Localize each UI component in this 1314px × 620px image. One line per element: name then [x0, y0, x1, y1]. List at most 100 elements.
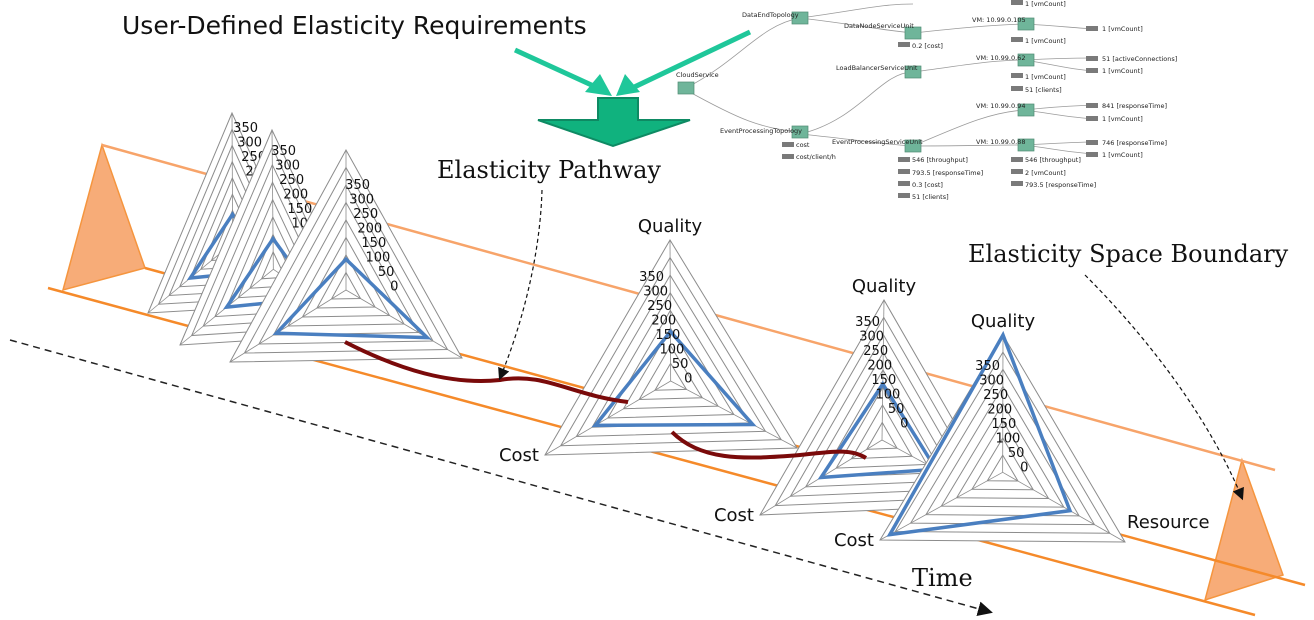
elasticity-pathway-curve — [670, 430, 868, 460]
radar-tick-label: 0 — [684, 372, 692, 387]
radar-tick-label: 200 — [283, 188, 308, 203]
radar-tick-label: 100 — [995, 432, 1020, 447]
radar-spoke — [670, 380, 798, 449]
radar-grid-ring — [894, 351, 1111, 534]
tree-node-icon — [904, 26, 922, 40]
radar-tick-label: 150 — [871, 373, 896, 388]
radar-grid-ring — [559, 256, 783, 447]
radar-grid-ring — [955, 419, 1050, 499]
tree-vm-label: VM: 10.99.0.94 — [976, 102, 1025, 110]
radar-grid-ring — [287, 218, 405, 327]
radar-grid-ring — [229, 148, 463, 363]
radar-tick-label: 200 — [867, 359, 892, 374]
radar-grid-ring — [865, 421, 898, 450]
radar-grid-ring — [638, 344, 704, 401]
tree-node-icon — [1017, 103, 1035, 117]
tree-metric: 1 [vmCount] — [1102, 115, 1143, 123]
tree-metric: cost — [796, 141, 810, 149]
tree-metric: 51 [clients] — [912, 193, 949, 201]
tree-unit-label: EventProcessingServiceUnit — [832, 138, 923, 146]
requirement-arrow-left — [513, 47, 600, 91]
time-label: Time — [912, 564, 973, 592]
service-tree: CloudService DataEndTopology EventProces… — [676, 0, 1177, 201]
tree-unit-label: LoadBalancerServiceUnit — [836, 64, 918, 72]
radar-tick-label: 200 — [651, 314, 676, 329]
radar-axis-label-quality: Quality — [852, 276, 917, 297]
boundary-left-prism — [61, 142, 146, 292]
radar-tick-label: 0 — [900, 417, 908, 432]
pathway-pointer — [498, 189, 543, 381]
radar-tick-label: 350 — [271, 144, 296, 159]
radar-tick-label: 300 — [643, 285, 668, 300]
radar-tick-label: 50 — [1008, 446, 1025, 461]
radar-grid-ring — [879, 334, 1126, 543]
tree-metric: 546 [throughput] — [912, 156, 968, 164]
radar-grid-ring — [759, 298, 1003, 516]
radar-grid-ring — [804, 351, 958, 488]
radar-tick-label: 250 — [863, 344, 888, 359]
radar-series — [886, 330, 1073, 537]
tree-node-icon — [1017, 17, 1035, 31]
tree-metric: 841 [responseTime] — [1102, 102, 1167, 110]
radar-grid-ring — [606, 309, 735, 419]
radar-grid-ring — [301, 236, 391, 318]
radar-grid-ring — [575, 274, 767, 438]
radar-tick-label: 100 — [659, 343, 684, 358]
radar-grid-ring — [940, 402, 1065, 508]
tree-root-label: CloudService — [676, 71, 719, 79]
tree-metric: 546 [throughput] — [1025, 156, 1081, 164]
radar-charts: 3503002502001501005003503002502001501005… — [147, 111, 1210, 551]
tree-metric: 793.5 [responseTime] — [1025, 181, 1096, 189]
tree-metric: 1 [vmCount] — [1102, 151, 1143, 159]
tree-metric: 1 [vmCount] — [1025, 0, 1066, 8]
radar-grid-ring — [789, 333, 973, 497]
radar-tick-label: 50 — [888, 402, 905, 417]
radar-tick-label: 300 — [349, 193, 374, 208]
tree-metric: 0.3 [cost] — [912, 181, 943, 189]
radar-tick-label: 250 — [353, 207, 378, 222]
radar-tick-label: 350 — [855, 315, 880, 330]
radar-axis-label-quality: Quality — [971, 311, 1036, 332]
radar-tick-label: 300 — [237, 136, 262, 151]
radar-grid-ring — [909, 368, 1096, 526]
radar-grid-ring — [243, 166, 449, 354]
tree-node-icon — [791, 125, 809, 139]
radar-spoke — [544, 380, 671, 456]
tree-topology-label: DataEndTopology — [742, 11, 799, 19]
boundary-pointer — [1084, 274, 1244, 501]
radar-tick-label: 200 — [987, 403, 1012, 418]
requirement-arrow-left-head — [585, 74, 612, 96]
radar-tick-label: 250 — [647, 299, 672, 314]
radar-grid-ring — [986, 454, 1019, 482]
radar-spoke — [1002, 471, 1126, 543]
boundary-label: Elasticity Space Boundary — [968, 240, 1289, 268]
tree-metric: 0.2 [cost] — [912, 42, 943, 50]
radar-tick-label: 50 — [378, 265, 395, 280]
radar-series — [272, 256, 432, 340]
radar-grid-ring — [544, 239, 798, 456]
tree-node-icon — [904, 65, 922, 79]
radar-grid-ring — [316, 253, 376, 309]
radar-spoke — [879, 471, 1003, 541]
radar-spoke — [271, 129, 274, 270]
radar-grid-ring — [820, 368, 943, 479]
radar-tick-label: 250 — [983, 388, 1008, 403]
radar-tick-label: 0 — [390, 280, 398, 295]
tree-unit-label: DataNodeServiceUnit — [844, 22, 914, 30]
radar-tick-label: 150 — [991, 417, 1016, 432]
tree-metric: 51 [activeConnections] — [1102, 55, 1177, 63]
radar-grid-ring — [622, 327, 719, 410]
radar-tick-label: 100 — [875, 388, 900, 403]
tree-metric: 746 [responseTime] — [1102, 139, 1167, 147]
tree-metric: 51 [clients] — [1025, 86, 1062, 94]
tree-metric: 1 [vmCount] — [1102, 67, 1143, 75]
pathway-label: Elasticity Pathway — [437, 156, 661, 184]
radar-grid-ring — [835, 386, 928, 469]
radar-tick-label: 300 — [859, 330, 884, 345]
radar-grid-ring — [654, 362, 688, 391]
radar-grid-ring — [260, 250, 286, 280]
tree-node-icon — [904, 139, 922, 153]
radar-spoke — [669, 239, 672, 382]
